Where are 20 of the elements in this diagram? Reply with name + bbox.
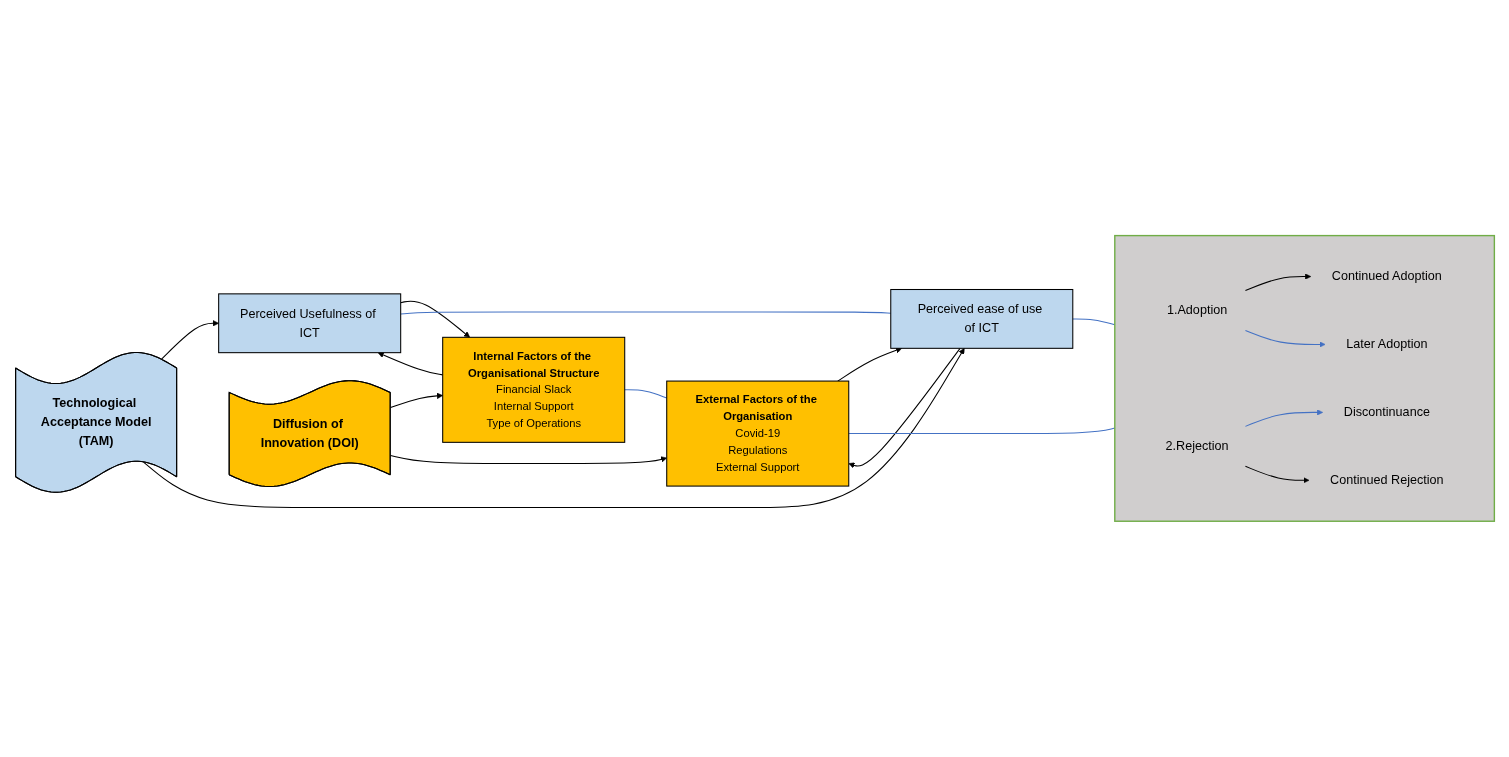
node-text: Later Adoption <box>1345 337 1428 352</box>
node-text: 1.Adoption <box>1166 303 1227 318</box>
node-text: Continued Rejection <box>1329 473 1444 488</box>
node-box: Internal Factors of the Organisational Structure Financial Slack Internal Support Type of Operations <box>441 336 625 443</box>
arrow <box>1244 330 1325 348</box>
arrow <box>1244 409 1323 427</box>
node-box: External Factors of the Organisation Covid-19 Regulations External Support <box>665 380 849 487</box>
arrow <box>389 455 667 465</box>
arrow <box>160 320 219 360</box>
node-box: Perceived ease of use of ICT <box>889 289 1073 349</box>
node-text: 2.Rejection <box>1165 439 1229 454</box>
arrow <box>1244 273 1311 292</box>
arrow <box>377 352 443 376</box>
node-text: Discontinuance <box>1343 405 1430 420</box>
arrow <box>1244 465 1309 484</box>
cluster <box>1113 235 1495 523</box>
arrow <box>389 392 443 409</box>
arrow <box>836 347 902 382</box>
node-box: Perceived Usefulness of ICT <box>217 293 401 354</box>
node-text: Continued Adoption <box>1331 269 1442 284</box>
